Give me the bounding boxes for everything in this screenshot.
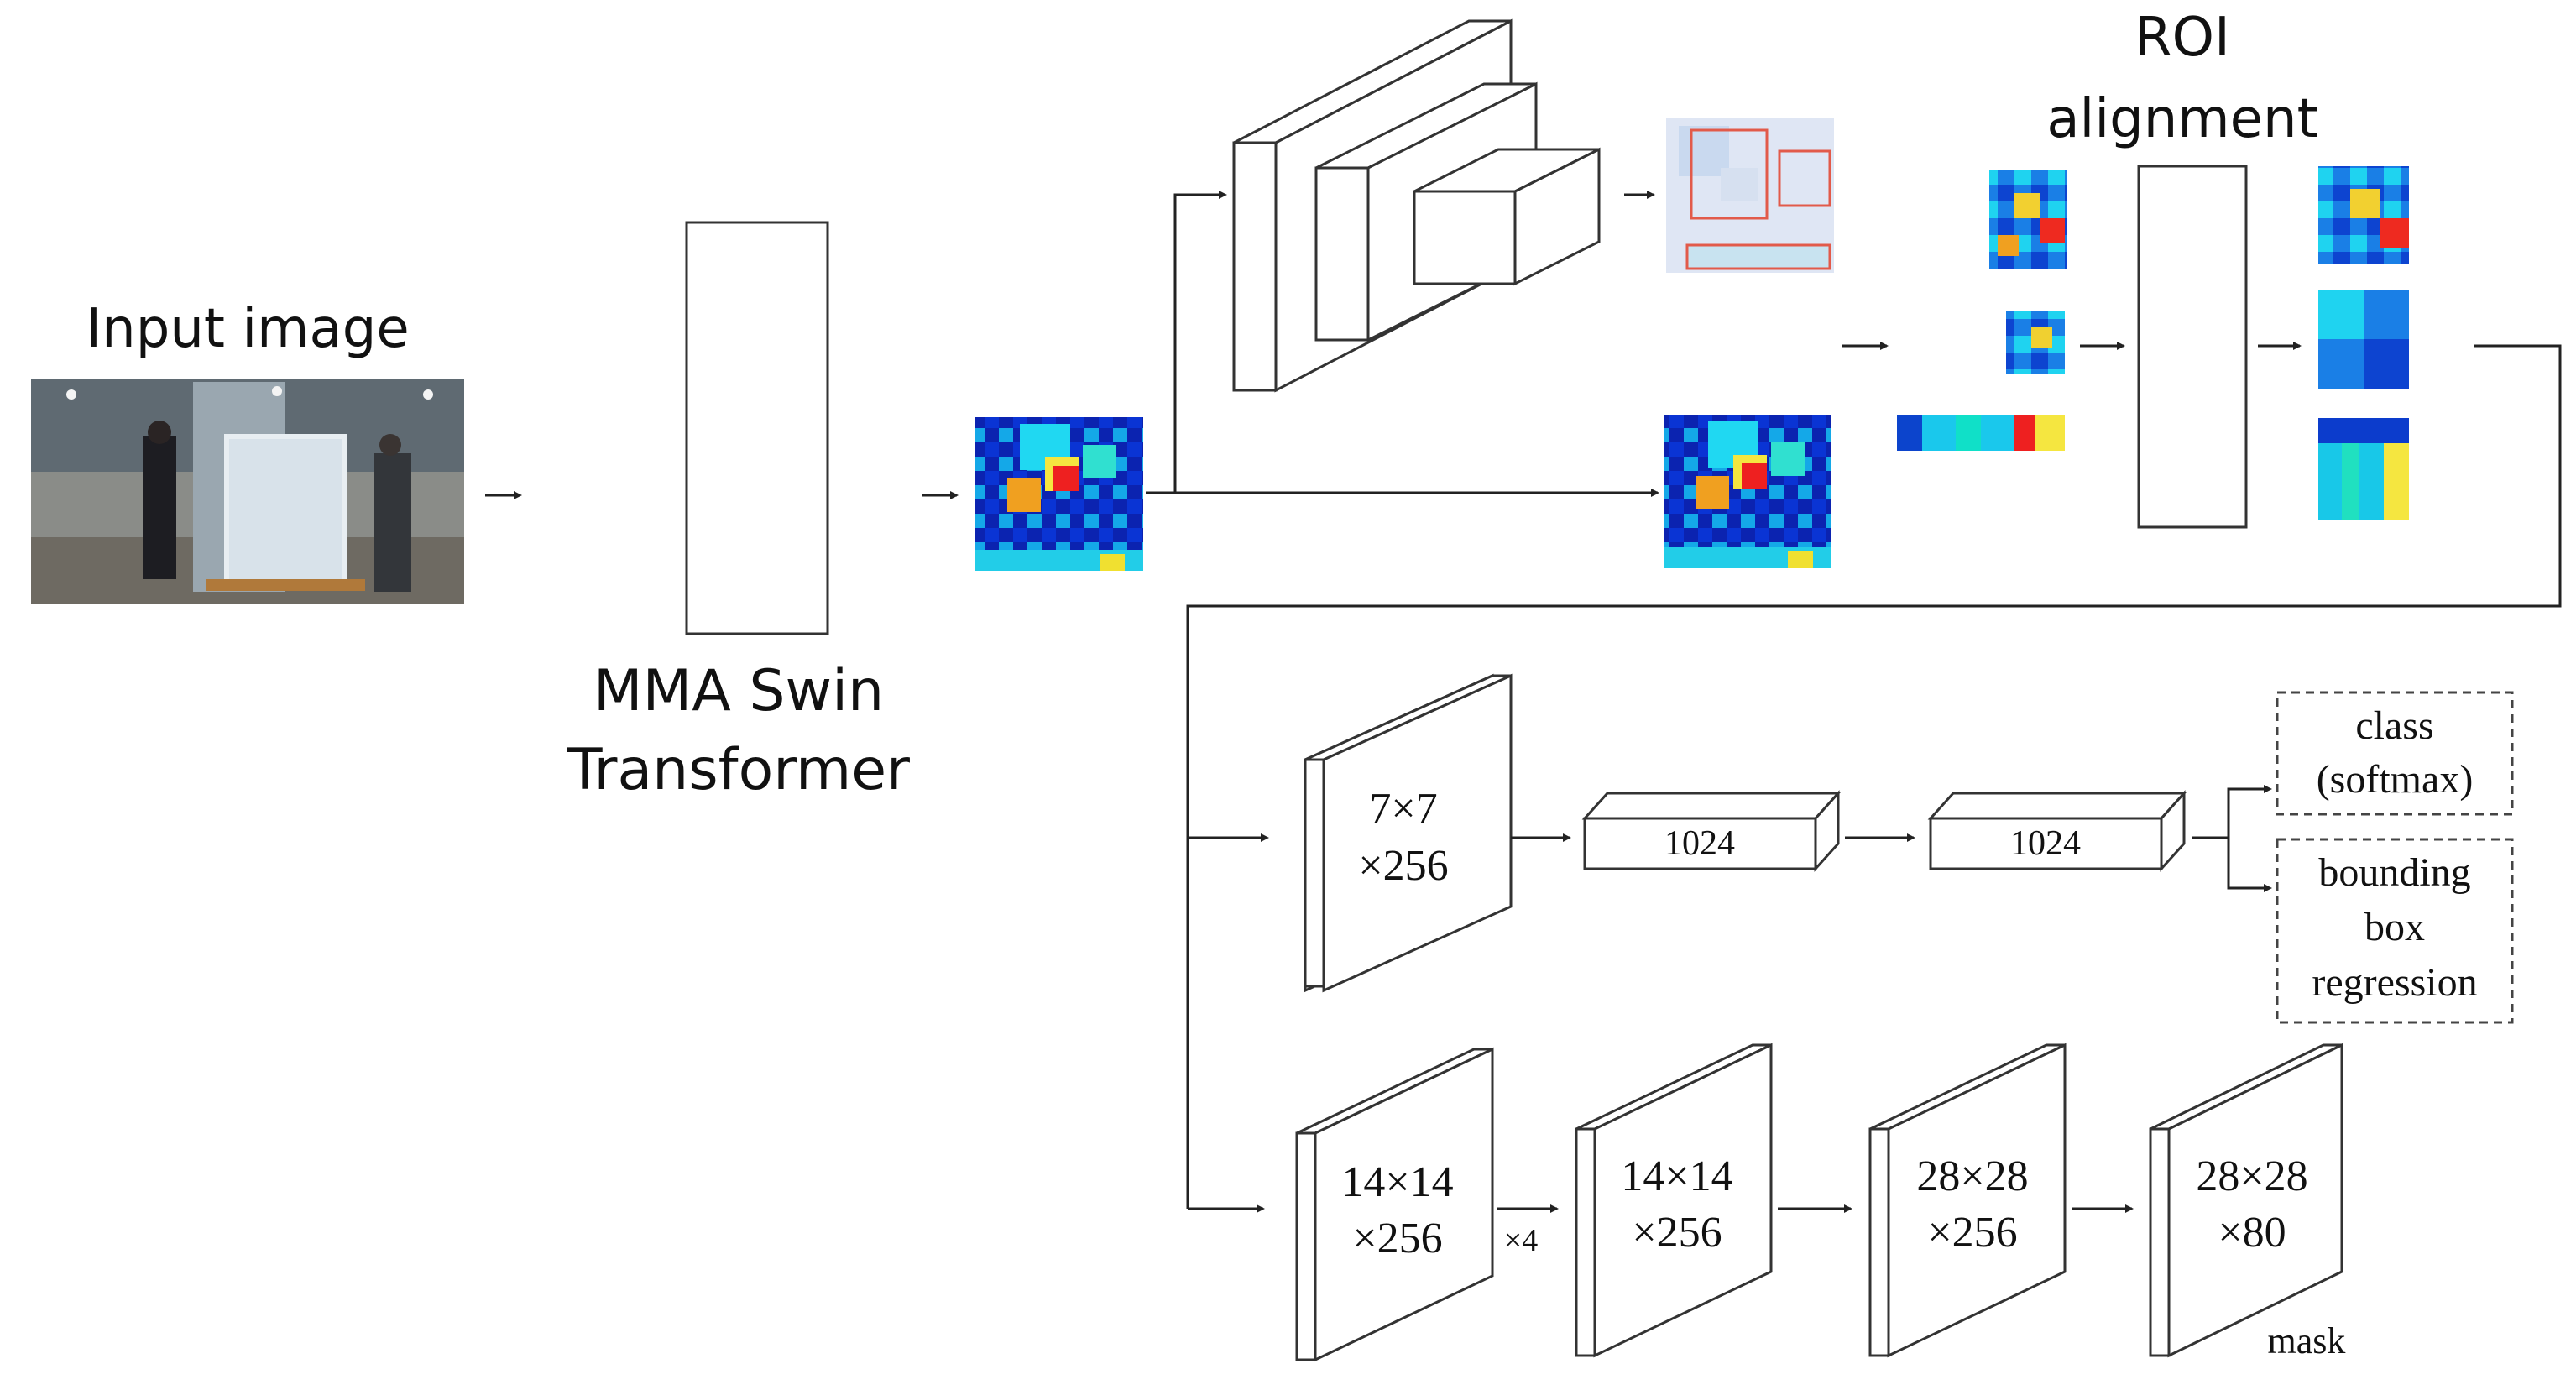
mask-block-1-line1: 14×14 <box>1341 1158 1453 1206</box>
repeat-label: ×4 <box>1504 1223 1538 1258</box>
box-feature-text-line2: ×256 <box>1358 842 1448 890</box>
fc2-label: 1024 <box>2010 824 2081 863</box>
roi-label-line1: ROI <box>2134 7 2230 69</box>
mask-block-3-line1: 28×28 <box>1916 1152 2028 1200</box>
connector-to-heads <box>1186 344 2562 1209</box>
mask-block-3 <box>1868 1042 2067 1358</box>
backbone-label-line1: MMA Swin <box>593 658 884 724</box>
roi-crop-large <box>1989 170 2067 269</box>
arrow-to-bbox <box>2227 838 2272 892</box>
proposal-boxes-preview <box>1666 118 1834 273</box>
roi-crop-wide <box>1897 415 2065 451</box>
rpn-conv-blocks <box>1232 18 1601 393</box>
arrow-feature-to-rpn <box>1146 191 1227 494</box>
feature-heatmap <box>975 417 1143 571</box>
class-label-line1: class <box>2355 703 2433 748</box>
aligned-roi-1 <box>2318 166 2409 264</box>
bbox-label-line2: box <box>2364 905 2425 949</box>
mask-block-1-line2: ×256 <box>1352 1215 1442 1262</box>
arrow-to-class <box>2192 785 2272 839</box>
backbone-label-line2: Transformer <box>567 737 910 803</box>
class-output-box <box>2276 691 2514 816</box>
input-image-label: Input image <box>86 298 409 360</box>
mask-block-3-line2: ×256 <box>1927 1209 2017 1257</box>
mask-block-1 <box>1295 1047 1494 1362</box>
mask-block-4 <box>2149 1042 2343 1358</box>
feature-heatmap-copy <box>1664 415 1831 568</box>
bbox-output-box <box>2276 838 2514 1024</box>
mask-block-2-line1: 14×14 <box>1621 1152 1732 1200</box>
aligned-roi-2 <box>2318 290 2409 389</box>
mask-output-label: mask <box>2268 1320 2346 1361</box>
bbox-label-line3: regression <box>2312 960 2477 1005</box>
mask-block-2 <box>1575 1042 1773 1358</box>
fc2-block <box>1927 790 2187 872</box>
backbone-block <box>685 221 829 635</box>
input-photo <box>31 379 464 604</box>
class-label-line2: (softmax) <box>2317 757 2474 802</box>
box-head-feature-block <box>1304 673 1513 993</box>
box-feature-text-line1: 7×7 <box>1369 785 1437 833</box>
mask-block-4-line2: ×80 <box>2218 1209 2286 1257</box>
mask-block-2-line2: ×256 <box>1632 1209 1722 1257</box>
mask-block-4-line1: 28×28 <box>2196 1152 2307 1200</box>
roi-label-line2: alignment <box>2046 88 2317 150</box>
roi-align-block <box>2137 165 2248 529</box>
aligned-roi-3 <box>2318 418 2409 520</box>
bbox-label-line1: bounding <box>2318 850 2470 895</box>
fc1-block <box>1581 790 1842 872</box>
roi-crop-small <box>2006 311 2065 374</box>
fc1-label: 1024 <box>1664 824 1735 863</box>
